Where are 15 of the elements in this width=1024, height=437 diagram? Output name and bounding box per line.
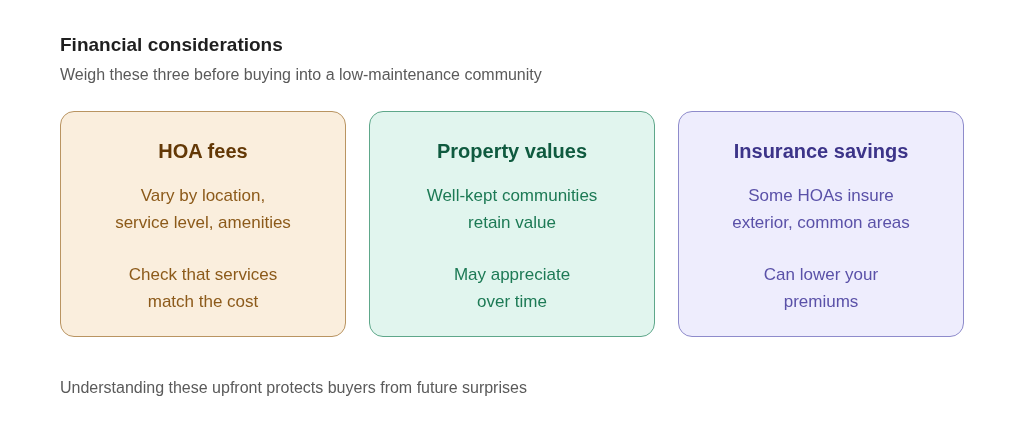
card-text: Vary by location, service level, amenities [114,185,292,234]
card-text: Can lower your premiums [762,264,880,313]
card-text: Well-kept communities retain value [425,185,599,234]
info-card [369,111,655,337]
info-card [60,111,346,337]
subtitle-text: Weigh these three before buying into a low-maintenance community [60,65,542,85]
info-card [678,111,964,337]
card-heading: HOA fees [158,139,248,164]
card-heading: Insurance savings [733,139,909,164]
card-text: Check that services match the cost [127,264,279,313]
card-text: Some HOAs insure exterior, common areas [731,185,911,234]
footer-note: Understanding these upfront protects buyers from future surprises [60,378,527,398]
card-heading: Property values [436,139,588,164]
card-text: May appreciate over time [452,264,572,313]
diagram-title: Financial considerations [60,33,283,57]
